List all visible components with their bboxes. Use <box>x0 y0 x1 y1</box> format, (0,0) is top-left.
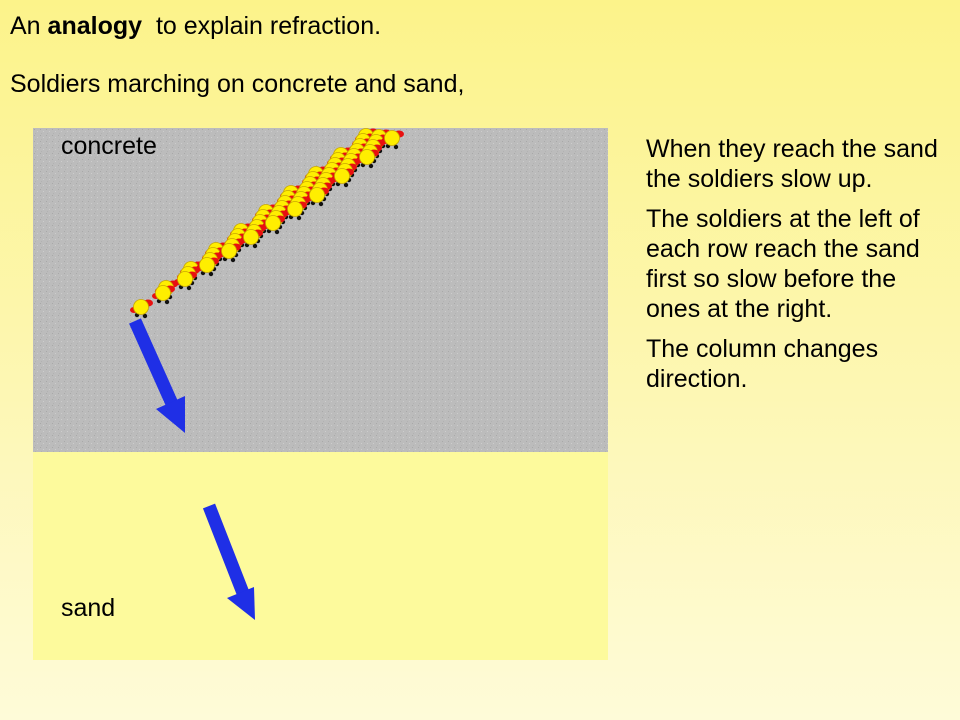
subheading: Soldiers marching on concrete and sand, <box>10 70 465 98</box>
soldier <box>331 168 354 188</box>
concrete-label: concrete <box>61 132 157 160</box>
heading-prefix: An <box>10 12 41 40</box>
explanation-paragraph-2: The soldiers at the left of each row rea… <box>646 205 920 323</box>
soldier <box>196 257 219 277</box>
explanation-paragraph-1: When they reach the sand the soldiers sl… <box>646 135 938 193</box>
soldier <box>240 229 263 249</box>
heading: An analogy to explain refraction. <box>10 12 381 41</box>
sand-direction-arrow <box>202 503 255 620</box>
refraction-diagram: concrete sand <box>33 128 608 660</box>
explanation-paragraph-3: The column changes direction. <box>646 335 879 393</box>
soldier <box>356 149 379 169</box>
soldier <box>174 271 197 291</box>
soldier <box>218 243 241 263</box>
concrete-direction-arrow <box>129 318 185 433</box>
soldier <box>381 130 404 150</box>
diagram-canvas <box>33 128 608 660</box>
soldier <box>262 215 285 235</box>
soldier-formation <box>130 128 404 319</box>
heading-suffix: to explain refraction. <box>155 12 382 40</box>
direction-arrows <box>129 318 255 620</box>
explanation-text: When they reach the sand the soldiers sl… <box>646 134 951 404</box>
heading-emphasis: analogy <box>47 12 143 40</box>
soldier <box>284 201 307 221</box>
soldier <box>152 285 175 305</box>
sand-region <box>33 452 608 660</box>
sand-label: sand <box>61 594 116 622</box>
soldier <box>306 187 329 207</box>
soldier <box>130 299 153 319</box>
